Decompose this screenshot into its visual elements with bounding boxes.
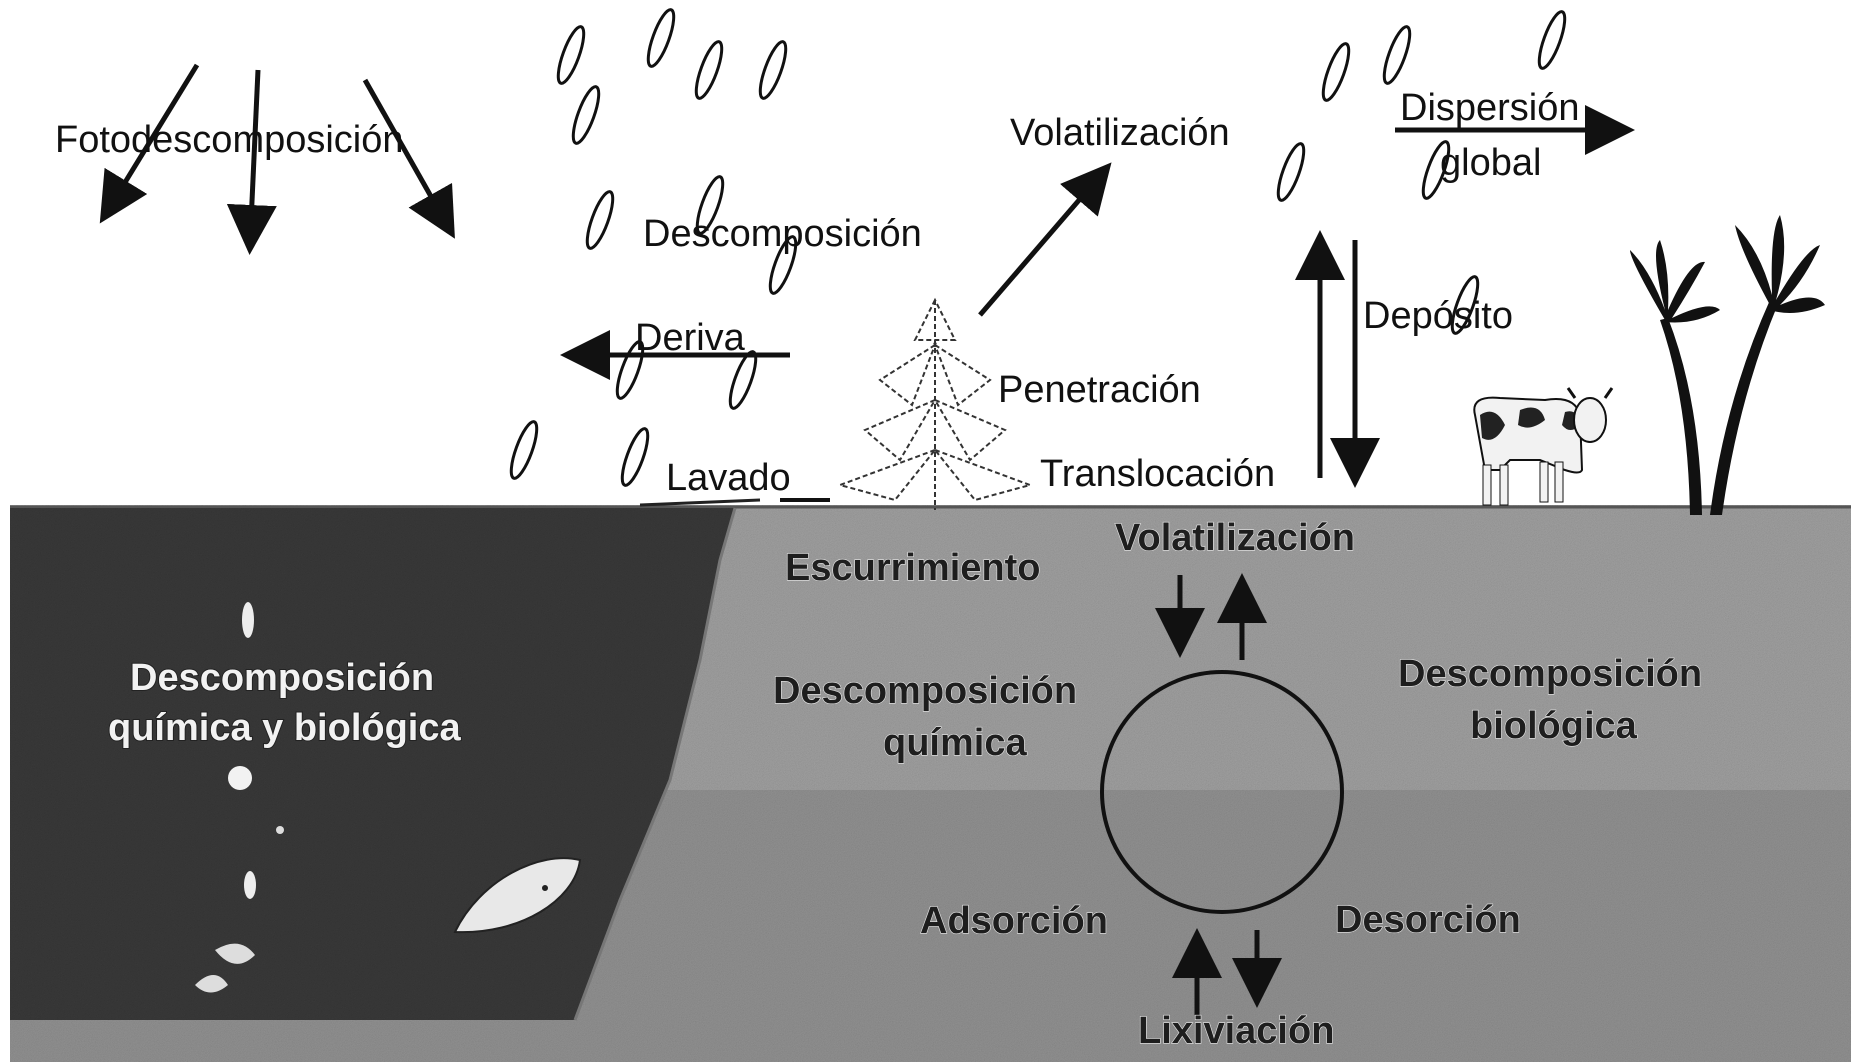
droplet-icon <box>568 84 604 146</box>
label-fotodescomposicion: Fotodescomposición <box>55 119 404 161</box>
plant-leaf <box>865 400 935 460</box>
label-adsorcion: Adsorción <box>920 900 1108 942</box>
label-agua-descomposicion: Descomposición <box>130 657 434 699</box>
plant-leaf <box>935 450 1030 500</box>
bubble-icon <box>228 766 252 790</box>
fish-eye-icon <box>542 885 548 891</box>
droplet-icon <box>643 7 679 69</box>
plant-leaf <box>935 345 990 405</box>
label-global: global <box>1440 142 1541 184</box>
palm-leaves <box>1630 240 1720 323</box>
label-desorcion: Desorción <box>1335 899 1521 941</box>
palm-trunk <box>1710 300 1778 515</box>
plant-leaf <box>935 400 1005 460</box>
bubble-icon <box>244 871 256 899</box>
label-penetracion: Penetración <box>998 369 1201 411</box>
palm-trunk <box>1660 318 1702 515</box>
label-descomposicion: Descomposición <box>643 213 922 255</box>
droplet-icon <box>1379 24 1415 86</box>
volatilization-air-arrow <box>980 170 1105 315</box>
plant-leaf <box>880 345 935 405</box>
droplet-icon <box>582 189 618 251</box>
cow-icon <box>1474 388 1612 505</box>
label-deposito: Depósito <box>1363 295 1513 337</box>
label-deriva: Deriva <box>635 317 746 359</box>
label-agua-quimica-biologica: química y biológica <box>108 707 461 749</box>
droplet-icon <box>755 39 791 101</box>
label-volatilizacion-suelo: Volatilización <box>1115 517 1355 559</box>
label-lavado: Lavado <box>666 457 791 499</box>
droplet-icon <box>553 24 589 86</box>
droplet-icon <box>1534 9 1570 71</box>
droplet-icon <box>691 39 727 101</box>
runoff-channel <box>640 500 760 505</box>
label-volatilizacion-aire: Volatilización <box>1010 112 1230 154</box>
label-descomposicion-quimica-1: Descomposición <box>773 670 1077 712</box>
plant-leaf <box>840 450 935 500</box>
bubble-icon <box>276 826 284 834</box>
label-translocacion: Translocación <box>1040 453 1275 495</box>
label-descomposicion-quimica-2: química <box>883 722 1027 764</box>
label-lixiviacion: Lixiviación <box>1138 1010 1334 1052</box>
droplet-icon <box>617 426 653 488</box>
label-escurrimiento: Escurrimiento <box>785 547 1041 589</box>
label-dispersion: Dispersión <box>1400 87 1580 129</box>
bubble-icon <box>242 602 254 638</box>
label-descomposicion-biologica-2: biológica <box>1470 705 1638 747</box>
droplet-icon <box>1318 41 1354 103</box>
label-descomposicion-biologica-1: Descomposición <box>1398 653 1702 695</box>
droplet-icon <box>1273 141 1309 203</box>
palm-leaves <box>1735 215 1825 313</box>
droplet-icon <box>506 419 542 481</box>
palm-trees <box>1630 215 1825 515</box>
